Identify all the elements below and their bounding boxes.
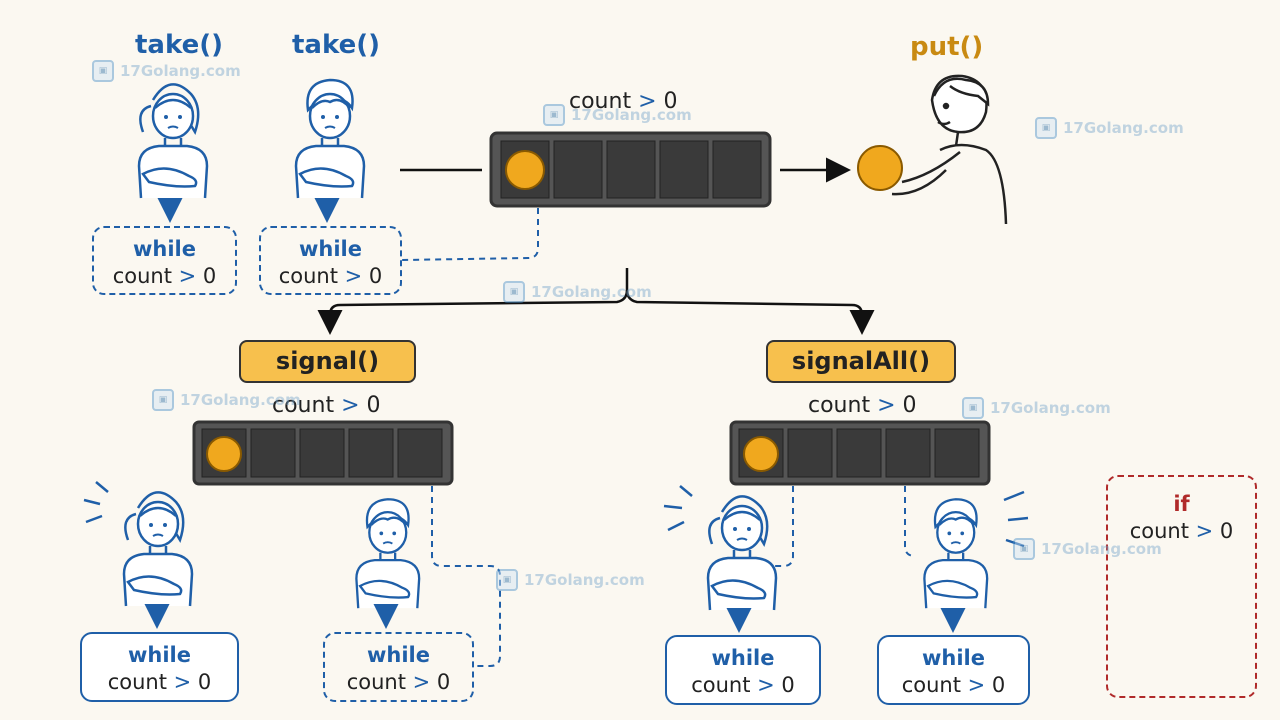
while-condition-box: while count > 0 <box>259 226 402 295</box>
image-icon: ▣ <box>152 389 174 411</box>
watermark: ▣17Golang.com <box>1013 538 1162 560</box>
woken-thread-girl-icon <box>122 491 194 608</box>
signal-queue <box>192 420 454 486</box>
signal-label: signal() <box>239 340 416 383</box>
image-icon: ▣ <box>496 569 518 591</box>
watermark: ▣17Golang.com <box>152 389 301 411</box>
take-label: take() <box>135 30 223 60</box>
ball-icon <box>857 145 903 191</box>
signal-all-count-label: count > 0 <box>808 393 917 418</box>
image-icon: ▣ <box>92 60 114 82</box>
image-icon: ▣ <box>1013 538 1035 560</box>
image-icon: ▣ <box>962 397 984 419</box>
signal-count-label: count > 0 <box>272 393 381 418</box>
watermark: ▣17Golang.com <box>92 60 241 82</box>
watermark: ▣17Golang.com <box>962 397 1111 419</box>
watermark: ▣17Golang.com <box>1035 117 1184 139</box>
while-condition-box: while count > 0 <box>323 632 474 702</box>
waiting-thread-girl-icon <box>137 83 209 200</box>
take-label: take() <box>292 30 380 60</box>
queue-count-label: count > 0 <box>569 89 678 114</box>
waiting-thread-boy-icon <box>294 78 366 200</box>
signal-all-queue <box>729 420 991 486</box>
watermark: ▣17Golang.com <box>503 281 652 303</box>
image-icon: ▣ <box>1035 117 1057 139</box>
while-condition-box: while count > 0 <box>92 226 237 295</box>
woken-thread-girl-icon <box>706 495 778 612</box>
producer-person-icon <box>891 74 1008 225</box>
if-condition-box: if count > 0 <box>1106 475 1257 698</box>
while-condition-box: while count > 0 <box>877 635 1030 705</box>
put-label: put() <box>910 32 984 62</box>
image-icon: ▣ <box>503 281 525 303</box>
watermark: ▣17Golang.com <box>543 104 692 126</box>
watermark: ▣17Golang.com <box>496 569 645 591</box>
signal-all-label: signalAll() <box>766 340 956 383</box>
while-condition-box: while count > 0 <box>80 632 239 702</box>
while-condition-box: while count > 0 <box>665 635 821 705</box>
waiting-thread-boy-icon <box>355 497 421 610</box>
top-queue <box>489 131 772 208</box>
image-icon: ▣ <box>543 104 565 126</box>
woken-thread-boy-icon <box>923 497 989 610</box>
